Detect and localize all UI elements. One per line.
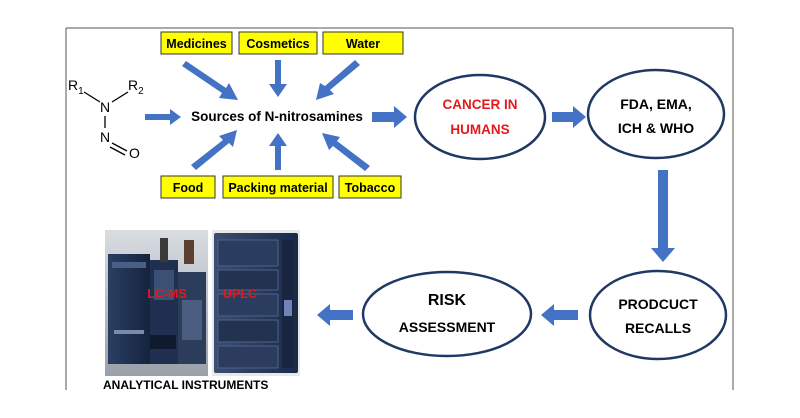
recalls-label-line2: RECALLS — [625, 320, 691, 336]
node-cancer-in-humans: CANCER IN HUMANS — [413, 73, 547, 161]
arrow-structure-to-sources — [145, 109, 181, 125]
source-label-tobacco: Tobacco — [345, 181, 396, 195]
source-box-cosmetics: Cosmetics — [238, 31, 318, 55]
bond-r1-n — [83, 91, 101, 103]
converging-arrows — [182, 60, 370, 171]
structure-r1-label: R1 — [68, 77, 84, 97]
nitrosamine-structure: R1 R2 N N O — [68, 77, 144, 161]
bond-n-o-1 — [111, 142, 128, 152]
instruments-caption: ANALYTICAL INSTRUMENTS — [103, 378, 268, 392]
arrow-risk-to-instruments — [317, 304, 353, 326]
bond-r2-n — [111, 91, 129, 103]
regulators-label-line2: ICH & WHO — [618, 120, 694, 136]
cancer-label-line2: HUMANS — [450, 122, 509, 137]
uplc-instrument-image — [212, 230, 300, 376]
uplc-label: UPLC — [223, 287, 257, 301]
source-box-packing-material: Packing material — [222, 175, 334, 199]
arrow-medicines — [182, 61, 238, 100]
source-label-packing-material: Packing material — [228, 181, 327, 195]
arrow-recalls-to-risk — [541, 304, 578, 326]
node-regulators: FDA, EMA, ICH & WHO — [586, 68, 726, 160]
node-product-recalls: PRODCUCT RECALLS — [588, 269, 728, 361]
source-label-medicines: Medicines — [166, 37, 226, 51]
cancer-label-line1: CANCER IN — [442, 97, 517, 112]
arrow-regulators-to-recalls — [651, 170, 675, 262]
source-box-tobacco: Tobacco — [338, 175, 402, 199]
source-label-food: Food — [173, 181, 204, 195]
regulators-label-line1: FDA, EMA, — [620, 96, 692, 112]
arrow-cancer-to-regulators — [552, 106, 586, 128]
arrow-food — [191, 130, 237, 170]
source-label-cosmetics: Cosmetics — [246, 37, 309, 51]
source-label-water: Water — [346, 37, 380, 51]
arrow-tobacco — [322, 133, 370, 171]
structure-oxygen: O — [129, 145, 140, 161]
structure-r2-label: R2 — [128, 77, 144, 97]
arrow-packing-material — [269, 133, 287, 170]
risk-label-line2: ASSESSMENT — [399, 319, 496, 335]
source-box-food: Food — [160, 175, 216, 199]
lcms-instrument-image — [105, 230, 208, 376]
arrow-sources-to-cancer — [372, 106, 407, 128]
bond-n-o-2 — [109, 146, 126, 156]
arrow-cosmetics — [269, 60, 287, 97]
structure-n-amine: N — [100, 99, 110, 115]
lcms-label: LC-MS — [147, 287, 187, 301]
node-risk-assessment: RISK ASSESSMENT — [361, 270, 533, 358]
source-box-medicines: Medicines — [160, 31, 233, 55]
arrow-water — [316, 60, 360, 100]
recalls-label-line1: PRODCUCT — [618, 296, 698, 312]
sources-center-label: Sources of N-nitrosamines — [191, 109, 363, 124]
structure-n-nitroso: N — [100, 129, 110, 145]
source-box-water: Water — [322, 31, 404, 55]
risk-label-line1: RISK — [428, 292, 467, 309]
